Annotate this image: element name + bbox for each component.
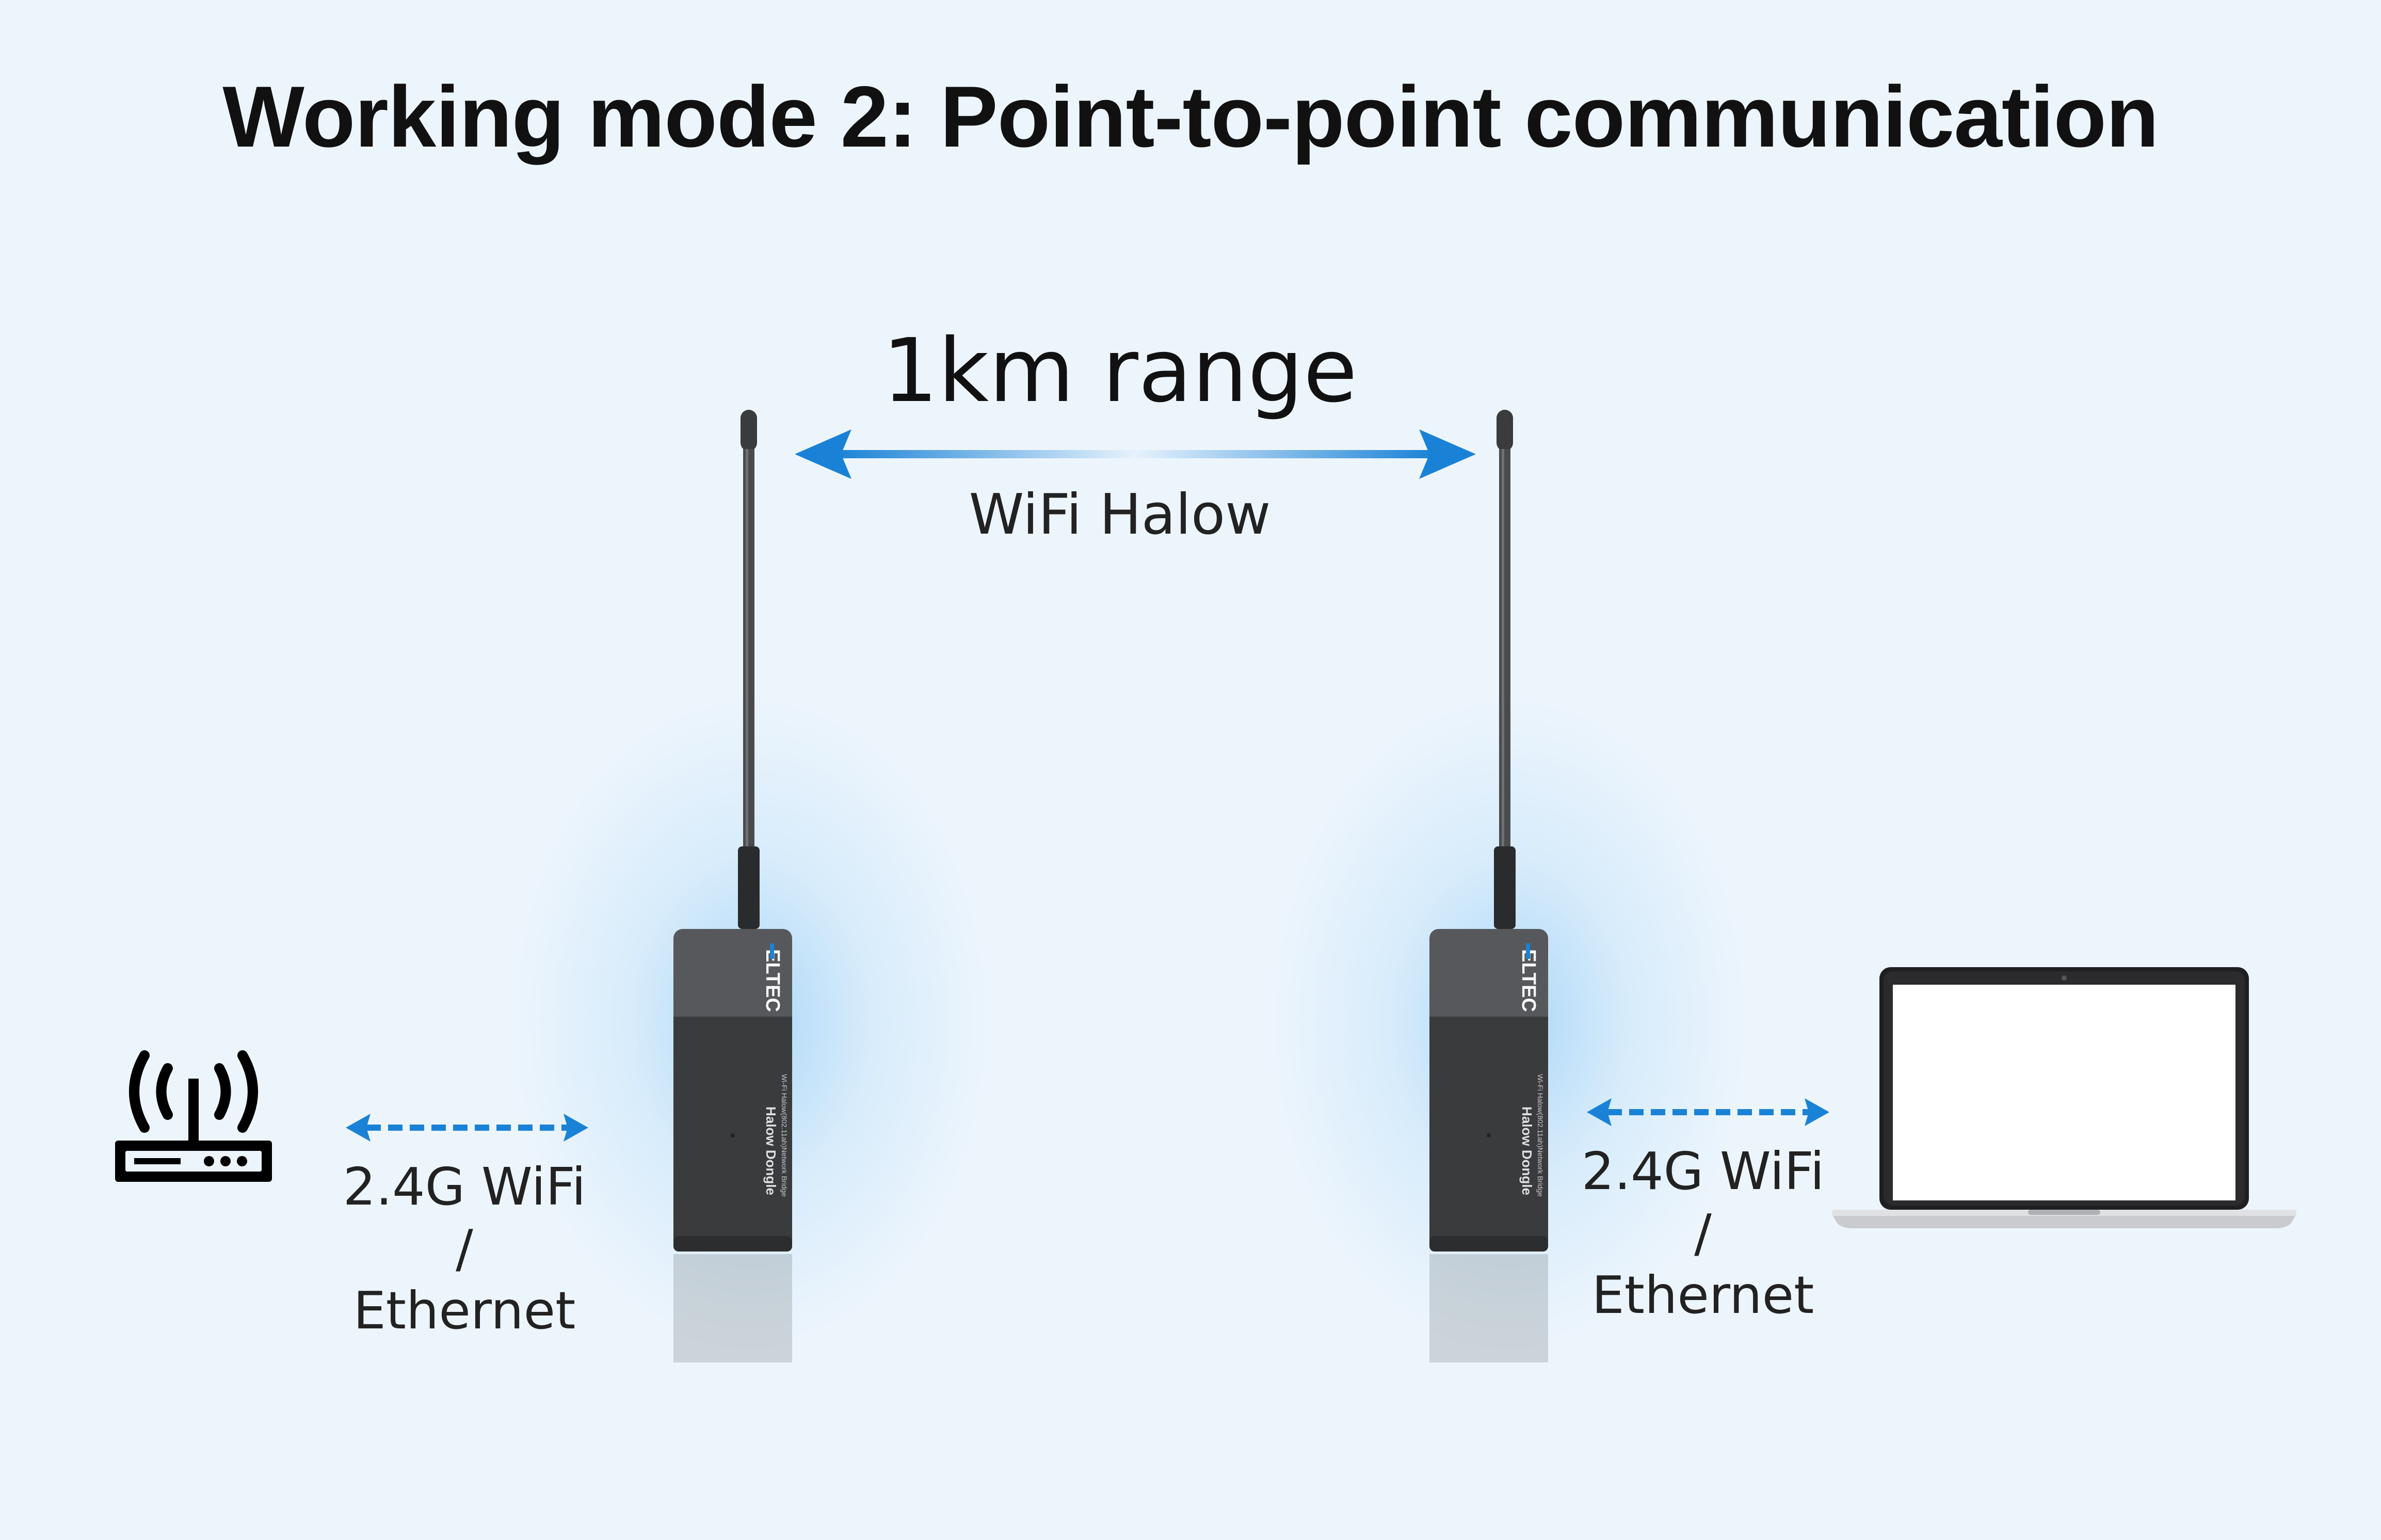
halow-link-arrow — [795, 429, 1476, 479]
right-connection-line3: Ethernet — [1591, 1265, 1814, 1325]
laptop-icon — [1832, 967, 2296, 1228]
right-connection-arrow — [1587, 1098, 1829, 1126]
right-connection-label: 2.4G WiFi / Ethernet — [1548, 1141, 1858, 1326]
right-device-subtitle: Wi-Fi Halow(802.11ah)Network Bridge — [1536, 1074, 1545, 1197]
left-connection-label: 2.4G WiFi / Ethernet — [310, 1156, 619, 1342]
left-connection-arrow — [346, 1114, 588, 1142]
left-connection-line1: 2.4G WiFi — [343, 1157, 586, 1217]
left-connection-line3: Ethernet — [353, 1280, 576, 1341]
right-halow-dongle: ELTEC Halow Dongle Wi-Fi Halow(802.11ah)… — [1429, 410, 1548, 1362]
range-label: 1km range — [882, 320, 1358, 422]
right-connection-line2: / — [1694, 1203, 1712, 1263]
page-title: Working mode 2: Point-to-point communica… — [222, 68, 2159, 165]
left-device-subtitle: Wi-Fi Halow(802.11ah)Network Bridge — [780, 1074, 789, 1197]
left-device-name: Halow Dongle — [763, 1106, 779, 1195]
left-connection-line2: / — [456, 1218, 473, 1279]
left-device-brand: ELTEC — [762, 949, 783, 1012]
left-halow-dongle: ELTEC Halow Dongle Wi-Fi Halow(802.11ah)… — [673, 410, 792, 1362]
right-device-name: Halow Dongle — [1519, 1106, 1535, 1195]
halow-protocol-label: WiFi Halow — [969, 483, 1271, 547]
right-connection-line1: 2.4G WiFi — [1581, 1141, 1825, 1201]
right-device-brand: ELTEC — [1518, 949, 1539, 1012]
router-icon — [115, 1050, 272, 1182]
